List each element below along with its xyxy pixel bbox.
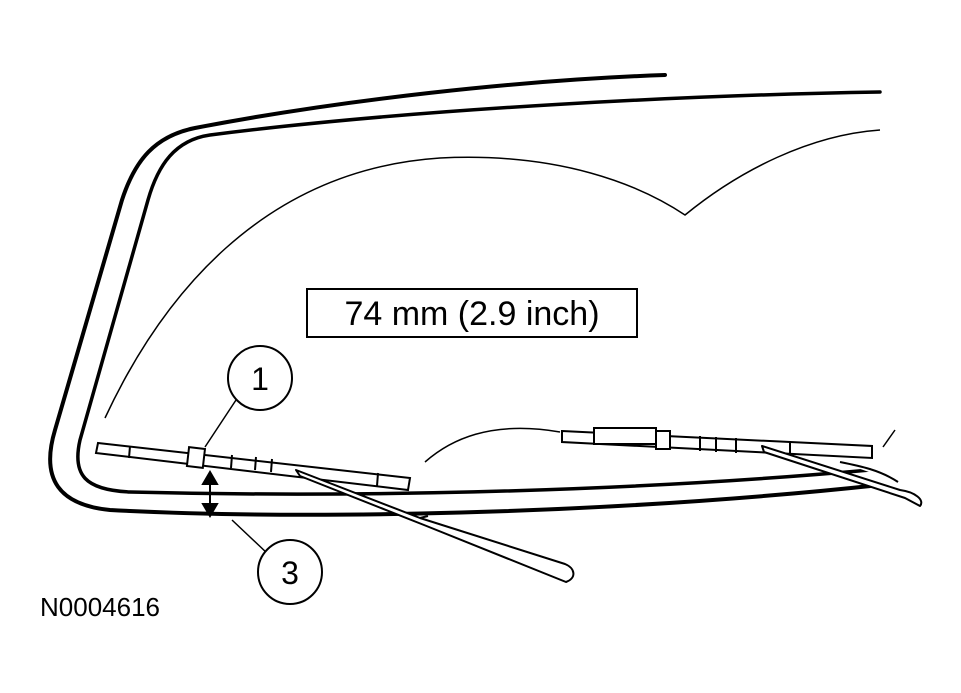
callout-1-number: 1 [251, 361, 269, 397]
left-wiper-blade [94, 441, 412, 492]
left-wiper-arm [295, 469, 575, 583]
right-wiper-blade [561, 427, 873, 460]
measurement-text: 74 mm (2.9 inch) [344, 295, 599, 333]
windshield-frame [48, 73, 882, 517]
callout-3: 3 [231, 519, 323, 605]
figure-id: N0004616 [40, 592, 160, 622]
measurement-label: 74 mm (2.9 inch) [306, 288, 638, 338]
right-wiper-arm [761, 445, 923, 507]
callout-1: 1 [204, 345, 293, 448]
dimension-arrow [201, 470, 219, 518]
callout-3-number: 3 [281, 555, 299, 591]
glass-curves [104, 129, 896, 463]
